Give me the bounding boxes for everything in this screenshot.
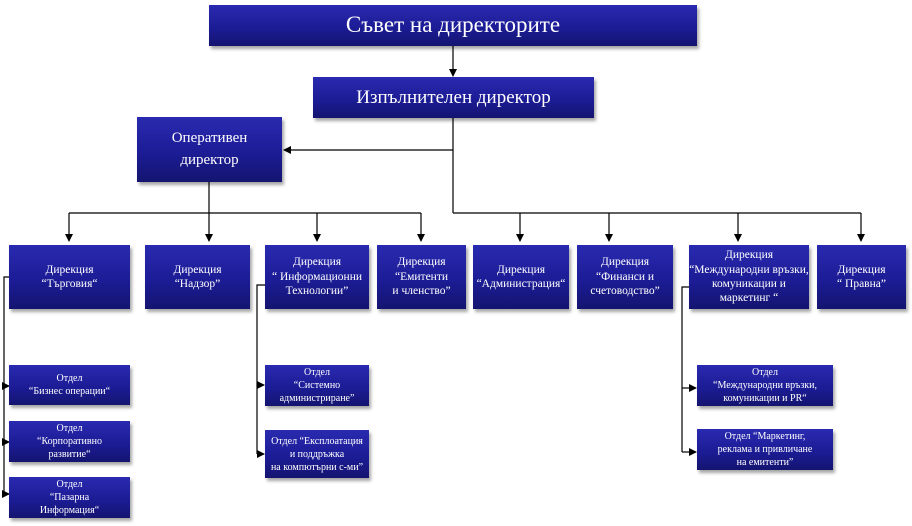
department-operations-label: Отдел “Експлоатация и поддръжка на компю… <box>270 435 364 473</box>
directorate-admin-label: Дирекция “Администрация“ <box>476 263 566 290</box>
directorate-trade-box[interactable]: Дирекция “Търговия“ <box>9 245 130 309</box>
link-intl-subs <box>681 286 690 452</box>
department-sysadmin-box[interactable]: Отдел “Системно администриране” <box>265 365 369 406</box>
directorate-legal-label: Дирекция “ Правна” <box>837 263 886 290</box>
coo-box[interactable]: Оперативен директор <box>137 117 282 182</box>
link-it-subs <box>256 284 267 454</box>
department-sysadmin-label: Отдел “Системно администриране” <box>279 367 355 404</box>
ceo-box[interactable]: Изпълнителен директор <box>313 77 594 118</box>
directorate-it-label: Дирекция “ Информационни Технологии” <box>271 256 363 298</box>
directorate-admin-box[interactable]: Дирекция “Администрация“ <box>473 245 569 309</box>
directorate-supervision-label: Дирекция “Надзор” <box>173 263 222 290</box>
coo-label: Оперативен директор <box>171 129 248 168</box>
department-intl-pr-label: Отдел “Международни връзки, комуникации … <box>713 367 817 404</box>
board-of-directors-box[interactable]: Съвет на директорите <box>209 5 697 46</box>
board-label: Съвет на директорите <box>345 12 561 38</box>
directorate-trade-label: Дирекция “Търговия“ <box>41 263 98 290</box>
directorate-intl-box[interactable]: Дирекция “Международни връзки, комуникац… <box>689 245 809 309</box>
department-corp-dev-label: Отдел “Корпоративно развитие“ <box>37 423 102 460</box>
link-ceo-coo <box>283 118 454 154</box>
directorate-legal-box[interactable]: Дирекция “ Правна” <box>817 245 906 309</box>
directorate-finance-box[interactable]: Дирекция “Финанси и счетоводство” <box>577 245 673 309</box>
link-trade-subs <box>3 276 11 494</box>
department-corp-dev-box[interactable]: Отдел “Корпоративно развитие“ <box>9 421 130 462</box>
department-business-ops-label: Отдел “Бизнес операции“ <box>28 373 111 397</box>
directorate-supervision-box[interactable]: Дирекция “Надзор” <box>145 245 250 309</box>
directorate-finance-label: Дирекция “Финанси и счетоводство” <box>590 256 660 298</box>
directorate-it-box[interactable]: Дирекция “ Информационни Технологии” <box>265 245 369 309</box>
department-market-info-box[interactable]: Отдел “Пазарна Информация“ <box>9 477 130 518</box>
department-marketing-label: Отдел “Маркетинг, реклама и привличане н… <box>717 431 813 468</box>
directorate-intl-label: Дирекция “Международни връзки, комуникац… <box>689 249 809 305</box>
department-intl-pr-box[interactable]: Отдел “Международни връзки, комуникации … <box>697 365 833 406</box>
department-operations-box[interactable]: Отдел “Експлоатация и поддръжка на компю… <box>265 430 369 478</box>
directorate-issuers-box[interactable]: Дирекция “Емитенти и членство” <box>377 245 466 309</box>
directorate-issuers-label: Дирекция “Емитенти и членство” <box>392 256 451 298</box>
ceo-label: Изпълнителен директор <box>356 86 551 108</box>
department-business-ops-box[interactable]: Отдел “Бизнес операции“ <box>9 365 130 405</box>
department-marketing-box[interactable]: Отдел “Маркетинг, реклама и привличане н… <box>697 429 833 470</box>
department-market-info-label: Отдел “Пазарна Информация“ <box>39 479 100 516</box>
